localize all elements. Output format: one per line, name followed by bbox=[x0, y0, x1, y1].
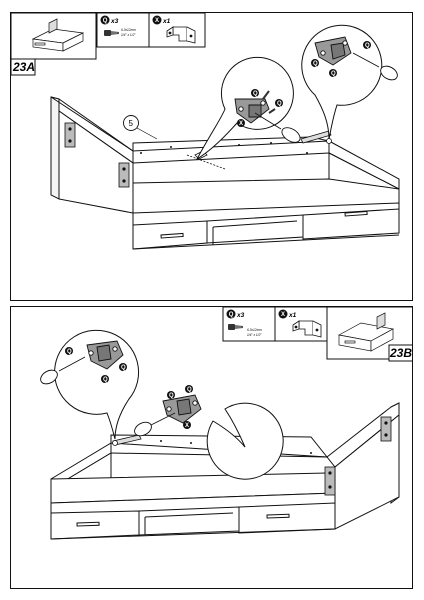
svg-text:Q: Q bbox=[121, 365, 126, 371]
part-q-spec-metric: 6.3x12mm bbox=[121, 28, 136, 32]
screw-icon bbox=[262, 90, 276, 114]
part-q-spec-metric: 6.3x12mm bbox=[247, 328, 262, 332]
part-x-qty: x1 bbox=[288, 312, 297, 319]
svg-text:Q: Q bbox=[67, 349, 72, 355]
step-23a-drawing: 23A Q x3 6.3x12mm 1/4" x 1/2" X x1 bbox=[11, 13, 400, 250]
screw-icon bbox=[104, 30, 119, 36]
bed-frame bbox=[50, 96, 400, 250]
badge-q-5 bbox=[185, 385, 193, 393]
platform-rail bbox=[300, 130, 332, 144]
svg-text:Q: Q bbox=[103, 18, 108, 24]
platform-screw-holes bbox=[140, 142, 308, 154]
part-x-badge bbox=[278, 309, 288, 319]
svg-text:5: 5 bbox=[129, 119, 134, 128]
bed-thumbnail bbox=[337, 312, 395, 352]
step-23b-header: 23B Q x3 6.3x12mm 1/4" x 1/2" X x1 bbox=[222, 307, 412, 362]
svg-text:X: X bbox=[239, 121, 243, 127]
svg-text:Q: Q bbox=[187, 387, 192, 393]
badge-x bbox=[237, 119, 245, 127]
part-q-qty: x3 bbox=[236, 312, 245, 319]
bracket-icon bbox=[166, 26, 196, 44]
step-23b-panel: 23B Q x3 6.3x12mm 1/4" x 1/2" X x1 bbox=[10, 306, 413, 589]
badge-q-3 bbox=[119, 363, 127, 371]
headboard-brackets bbox=[64, 122, 130, 188]
badge-q-5 bbox=[363, 41, 371, 49]
svg-text:X: X bbox=[185, 423, 189, 429]
screwdriver-icon bbox=[254, 112, 301, 143]
svg-text:Q: Q bbox=[331, 71, 336, 77]
part-q-qty: x3 bbox=[110, 18, 119, 25]
bracket-icon bbox=[292, 320, 322, 338]
badge-q-2 bbox=[275, 99, 283, 107]
badge-q-3 bbox=[311, 59, 319, 67]
part-q-badge bbox=[100, 15, 110, 25]
part-x-qty: x1 bbox=[162, 18, 171, 25]
zoom-bubble-center: Q X Q bbox=[195, 56, 301, 161]
step-23b-drawing: 23B Q x3 6.3x12mm 1/4" x 1/2" X x1 bbox=[40, 307, 412, 540]
zoom-bubble-left: Q Q Q bbox=[40, 329, 140, 440]
bracket-icon bbox=[314, 36, 352, 66]
badge-q-1 bbox=[65, 347, 73, 355]
badge-q-2 bbox=[101, 375, 109, 383]
screwdriver-icon bbox=[40, 356, 86, 385]
svg-text:X: X bbox=[281, 312, 285, 318]
svg-text:Q: Q bbox=[253, 91, 258, 97]
badge-q-1 bbox=[251, 89, 259, 97]
svg-text:X: X bbox=[155, 18, 159, 24]
headboard-brackets bbox=[324, 416, 392, 496]
part-x-badge bbox=[152, 15, 162, 25]
part-q-badge bbox=[226, 309, 236, 319]
screwdriver-icon bbox=[352, 52, 398, 81]
badge-x bbox=[183, 421, 191, 429]
svg-text:Q: Q bbox=[365, 43, 370, 49]
svg-text:Q: Q bbox=[169, 393, 174, 399]
svg-text:Q: Q bbox=[103, 377, 108, 383]
step-23b-label: 23B bbox=[389, 346, 412, 360]
screw-icon bbox=[228, 324, 243, 330]
part-q-spec-imperial: 1/4" x 1/2" bbox=[247, 333, 262, 337]
zoom-bubble-right: Q Q Q bbox=[301, 24, 398, 140]
svg-text:Q: Q bbox=[313, 61, 318, 67]
step-23a-header: 23A Q x3 6.3x12mm 1/4" x 1/2" X x1 bbox=[11, 13, 206, 76]
bed-thumbnail bbox=[31, 18, 85, 52]
svg-text:Q: Q bbox=[277, 101, 282, 107]
part-callout-5: 5 bbox=[123, 115, 158, 140]
part-q-spec-imperial: 1/4" x 1/2" bbox=[121, 33, 136, 37]
step-23a-label: 23A bbox=[12, 60, 35, 74]
svg-text:Q: Q bbox=[229, 312, 234, 318]
bracket-icon bbox=[162, 394, 202, 424]
zoom-bubble-center: Q Q X bbox=[134, 385, 284, 480]
badge-q-4 bbox=[167, 391, 175, 399]
step-23a-panel: 23A Q x3 6.3x12mm 1/4" x 1/2" X x1 bbox=[10, 12, 413, 301]
bracket-icon bbox=[86, 340, 124, 370]
screwdriver-icon bbox=[134, 412, 176, 437]
badge-q-4 bbox=[329, 69, 337, 77]
platform-rail bbox=[112, 434, 142, 446]
